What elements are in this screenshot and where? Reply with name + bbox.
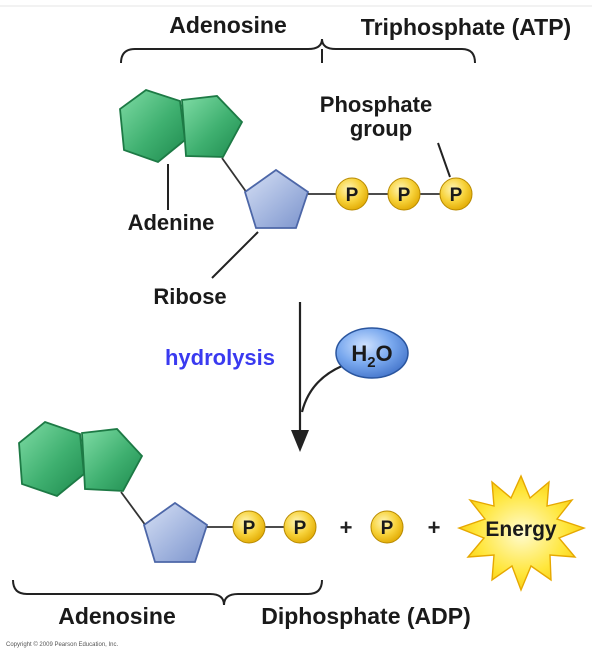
phosphate-group-label-line2: group [350, 116, 412, 141]
energy-starburst [456, 474, 587, 592]
atp-phosphate-2-label: P [450, 185, 463, 206]
adp-adenine-pentagon [81, 428, 144, 492]
adp-ribose-pentagon [142, 501, 209, 563]
phosphate-group-pointer [437, 142, 451, 178]
adp-adenosine-label: Adenosine [58, 603, 176, 629]
atp-phosphate-2 [439, 177, 473, 211]
adp-diphosphate-label: Diphosphate (ADP) [261, 603, 471, 629]
phosphate-group-label-line1: Phosphate [320, 92, 432, 117]
atp-adenine-hexagon [119, 89, 186, 164]
reaction-arrowhead [291, 430, 309, 452]
adp-phosphate-0-label: P [243, 518, 256, 539]
adp-base-sugar-bond [120, 491, 147, 527]
water-molecule [335, 327, 409, 379]
free-phosphate [370, 510, 404, 544]
energy-label: Energy [485, 518, 557, 541]
water-merge-curve [300, 364, 343, 413]
ribose-pointer [211, 231, 259, 279]
adp-adenine-hexagon [18, 420, 85, 498]
plus-sign-2: + [428, 515, 441, 540]
copyright-notice: Copyright © 2009 Pearson Education, Inc. [6, 641, 118, 648]
atp-triphosphate-label: Triphosphate (ATP) [361, 14, 571, 40]
atp-brace [120, 38, 476, 64]
ribose-label: Ribose [153, 284, 226, 309]
atp-ribose-pentagon [243, 168, 310, 229]
atp-base-sugar-bond [221, 157, 248, 194]
plus-sign-1: + [340, 515, 353, 540]
adenine-label: Adenine [128, 210, 215, 235]
atp-phosphate-0-label: P [346, 185, 359, 206]
atp-adenosine-label: Adenosine [169, 12, 287, 38]
adp-phosphate-1-label: P [294, 518, 307, 539]
adp-phosphate-1 [283, 510, 317, 544]
atp-phosphate-0 [335, 177, 369, 211]
hydrolysis-label: hydrolysis [165, 345, 275, 370]
atp-adenine-pentagon [181, 95, 244, 158]
adp-brace [12, 579, 323, 606]
atp-phosphate-1 [387, 177, 421, 211]
adp-phosphate-0 [232, 510, 266, 544]
atp-phosphate-1-label: P [398, 185, 411, 206]
water-formula: H2O [351, 341, 392, 371]
free-phosphate-label: P [381, 518, 394, 539]
